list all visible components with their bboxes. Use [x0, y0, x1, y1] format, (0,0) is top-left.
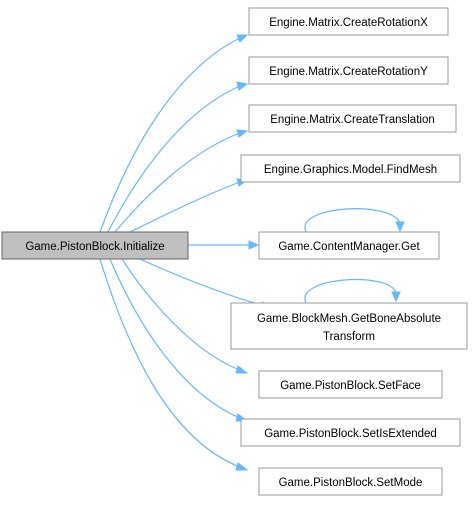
root-node-label: Game.PistonBlock.Initialize: [25, 241, 164, 253]
callee-node-find-mesh[interactable]: Engine.Graphics.Model.FindMesh: [240, 154, 461, 183]
arrowhead-set-face: [235, 365, 249, 374]
arrowhead-create-translation: [236, 129, 249, 138]
edge-self-loop-get: [304, 208, 401, 233]
callee-label-line-2: Transform: [323, 331, 375, 343]
callee-node-set-mode[interactable]: Game.PistonBlock.SetMode: [258, 467, 443, 496]
callee-node-create-translation[interactable]: Engine.Matrix.CreateTranslation: [248, 104, 457, 133]
edge-to-set-mode: [99, 258, 241, 468]
edges: [99, 37, 401, 468]
callee-node-create-rotation-x[interactable]: Engine.Matrix.CreateRotationX: [248, 7, 449, 36]
callee-label: Engine.Graphics.Model.FindMesh: [264, 164, 437, 176]
callee-node-get-bone-absolute-transform[interactable]: Game.BlockMesh.GetBoneAbsolute Transform: [230, 302, 468, 350]
edge-to-create-rotation-y: [107, 85, 241, 233]
callee-node-set-face[interactable]: Game.PistonBlock.SetFace: [258, 370, 443, 399]
arrowhead-set-mode: [235, 462, 249, 471]
root-node[interactable]: Game.PistonBlock.Initialize: [1, 231, 189, 260]
edge-self-loop-bone: [304, 278, 397, 304]
callee-node-create-rotation-y[interactable]: Engine.Matrix.CreateRotationY: [248, 56, 449, 85]
callee-label: Game.ContentManager.Get: [278, 241, 420, 253]
callee-node-set-is-extended[interactable]: Game.PistonBlock.SetIsExtended: [240, 418, 461, 447]
callee-label: Engine.Matrix.CreateRotationY: [269, 66, 428, 78]
callee-label: Engine.Matrix.CreateRotationX: [269, 17, 428, 29]
callee-label: Game.PistonBlock.SetMode: [279, 477, 423, 489]
edge-to-set-face: [121, 258, 241, 371]
edge-to-get-bone-absolute-transform: [139, 258, 265, 307]
callee-label: Engine.Matrix.CreateTranslation: [270, 114, 434, 126]
callee-node-content-manager-get[interactable]: Game.ContentManager.Get: [258, 231, 440, 260]
edge-to-set-is-extended: [109, 258, 241, 419]
edge-to-create-translation: [114, 132, 241, 233]
arrowhead-self-loop-bone: [391, 291, 401, 303]
arrowhead-content-manager-get: [248, 240, 260, 250]
arrowhead-create-rotation-y: [236, 81, 249, 91]
edge-to-find-mesh: [129, 181, 241, 233]
callee-label: Game.PistonBlock.SetFace: [280, 380, 421, 392]
arrowhead-create-rotation-x: [236, 34, 249, 43]
callee-label-line-1: Game.BlockMesh.GetBoneAbsolute: [257, 313, 441, 325]
callee-label: Game.PistonBlock.SetIsExtended: [264, 428, 437, 440]
arrowhead-self-loop-get: [395, 221, 405, 233]
edge-to-create-rotation-x: [99, 37, 241, 233]
